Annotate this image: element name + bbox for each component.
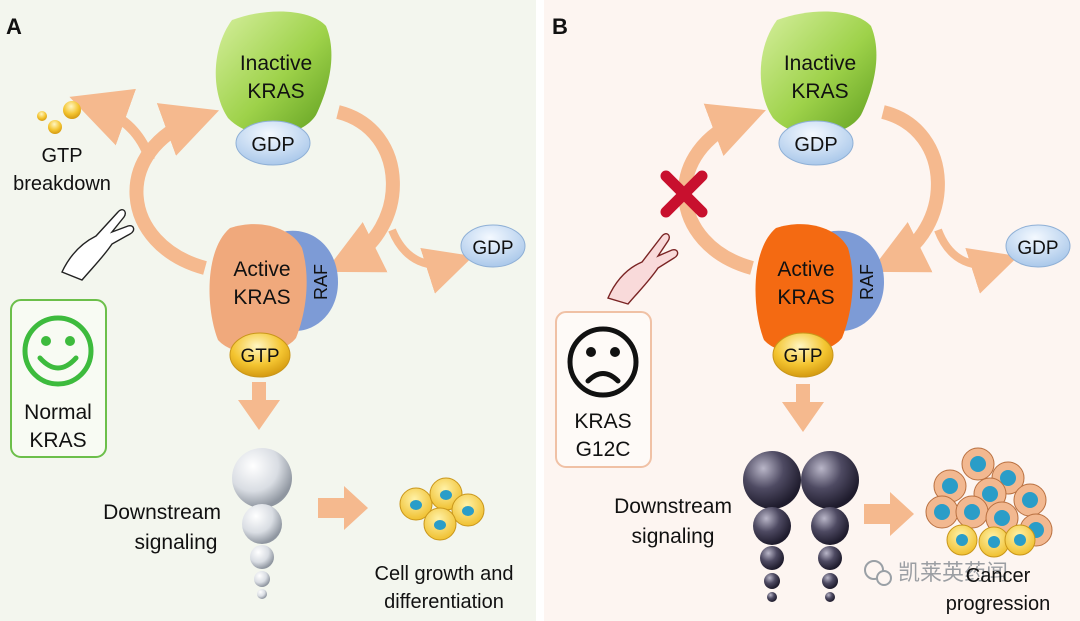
panel-a-down-arrow [238, 382, 280, 430]
panel-b-status-label-2: G12C [576, 438, 631, 461]
panel-b-inactivation-arrow [869, 105, 945, 273]
watermark-label: 凯莱英药闻 [898, 561, 1008, 586]
panel-b-gdp-released-label: GDP [1017, 238, 1058, 259]
panel-a-activation-arrow [129, 103, 220, 275]
panel-b-gdp-bound [778, 120, 854, 166]
panel-a-status-label-1: Normal [24, 401, 92, 424]
panel-a-gtp-breakdown-label-2: breakdown [13, 173, 111, 195]
panel-b-gdp-released [1005, 224, 1071, 268]
panel-b-inactive-label-2: KRAS [791, 80, 848, 103]
wechat-icon-secondary [876, 570, 892, 586]
panel-b-raf-label: RAF [857, 264, 877, 300]
panel-b-active-label-2: KRAS [777, 286, 834, 309]
panel-a-gtp-fragment [37, 111, 47, 121]
panel-a-signal-sphere [232, 448, 292, 508]
panel-b-signal-spheres [743, 451, 859, 602]
panel-b-downstream-label-1: Downstream [614, 495, 732, 518]
panel-a-signal-sphere [250, 545, 274, 569]
panel-b-gdp-bound-label: GDP [794, 134, 837, 156]
blocked-cross-icon [660, 170, 708, 218]
smiley-eye [41, 336, 51, 346]
panel-b-gtp-bound-label: GTP [783, 346, 822, 367]
sad-face-mouth [585, 371, 621, 384]
panel-a-gdp-bound [235, 120, 311, 166]
panel-b-outcome-label-1: Cancer [966, 565, 1031, 587]
panel-a-active-label-2: KRAS [233, 286, 290, 309]
panel-b-active-label-1: Active [777, 258, 834, 281]
panel-b-inactive-label-1: Inactive [784, 52, 856, 75]
panel-a-downstream-label-1: Downstream [103, 501, 221, 524]
panel-b-right-arrow [864, 492, 914, 536]
panel-a-active-label-1: Active [233, 258, 290, 281]
panel-a-right-arrow [318, 486, 368, 530]
panel-a-raf-label: RAF [311, 264, 331, 300]
panel-b-inactive-kras-shape [760, 11, 877, 135]
panel-a-downstream-label-2: signaling [135, 531, 218, 554]
wechat-icon [864, 560, 884, 580]
panel-b-letter: B [552, 14, 568, 39]
panel-a-inactivation-arrow [324, 105, 400, 273]
panel-a-outcome-label-1: Cell growth and [375, 563, 514, 585]
panel-b-outcome-label-2: progression [946, 593, 1051, 615]
panel-a-outcome-label-2: differentiation [384, 591, 504, 613]
panel-b-cancer-cells [925, 447, 1053, 558]
panel-a-gdp-bound-label: GDP [251, 134, 294, 156]
panel-a-gtp-bound-label: GTP [240, 346, 279, 367]
watermark: 凯莱英药闻 [864, 560, 1008, 586]
panel-a-gtp-fragment [48, 120, 62, 134]
panel-b-status-box [555, 311, 652, 468]
panel-a-gdp-release-arrow [388, 228, 474, 294]
panel-a-gtp-bound [229, 332, 291, 378]
panel-a-status-label-2: KRAS [29, 429, 86, 452]
panel-a-active-kras-shape [209, 224, 307, 354]
sad-face-eye [610, 347, 620, 357]
panel-a-signal-sphere [242, 504, 282, 544]
panel-a-letter: A [6, 14, 22, 39]
sad-face-icon [567, 326, 639, 398]
panel-a-inactive-label-2: KRAS [247, 80, 304, 103]
panel-b-down-arrow [782, 384, 824, 432]
panel-a-gtp-fragment [63, 101, 81, 119]
panel-a-signal-sphere [254, 571, 270, 587]
panel-a-status-box [10, 299, 107, 458]
smiley-mouth [37, 355, 79, 371]
panel-a-gtp-breakdown-arrow [69, 88, 155, 162]
smiley-eye [65, 336, 75, 346]
panel-b-gdp-release-arrow [934, 228, 1019, 294]
panel-a-gdp-released [460, 224, 526, 268]
panel-b-status-label-1: KRAS [574, 410, 631, 433]
panel-a-inactive-label-1: Inactive [240, 52, 312, 75]
sad-face-eye [586, 347, 596, 357]
panel-a-pointing-hand-icon [61, 209, 135, 281]
panel-b-pointing-hand-icon [607, 233, 679, 305]
panel-b-downstream-label-2: signaling [632, 525, 715, 548]
smiley-face-icon [22, 315, 94, 387]
panel-a-gtp-breakdown-label-1: GTP [41, 145, 82, 167]
panel-b-active-kras-shape [755, 224, 853, 354]
panel-b-gtp-bound [772, 332, 834, 378]
panel-a-inactive-kras-shape [215, 11, 332, 135]
panel-a-normal-cells [399, 477, 485, 541]
panel-a-gdp-released-label: GDP [472, 238, 513, 259]
panel-a-signal-sphere [257, 589, 267, 599]
